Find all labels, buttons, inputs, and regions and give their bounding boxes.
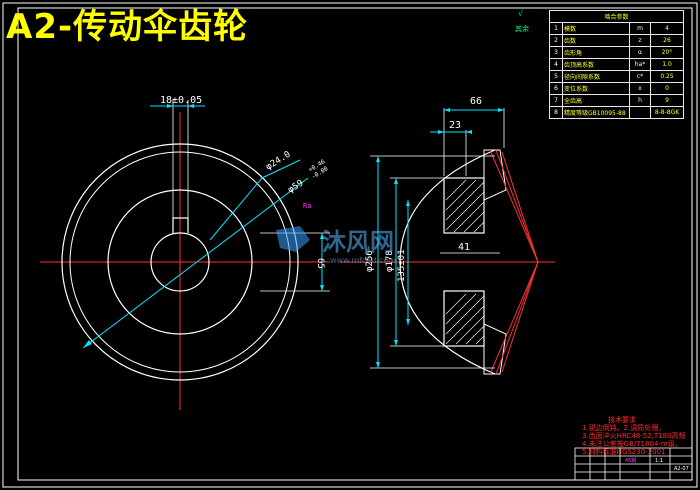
drawing-title: A2-传动伞齿轮 [6, 7, 249, 47]
titleblock-scale: 1:1 [655, 458, 663, 464]
note-line: 1.锐边倒钝。2.调质处理。 [582, 424, 666, 432]
notes-heading: 技术要求 [608, 416, 636, 424]
titleblock-material: 45钢 [625, 457, 636, 464]
hub-outer-dia-dim: φ178 [385, 250, 395, 272]
roughness-top-symbol: √ [518, 9, 524, 18]
keyway-width-dim: 18±0.05 [160, 95, 202, 106]
front-view [40, 100, 330, 410]
title-block [574, 447, 693, 481]
params-header: 啮合参数 [549, 10, 684, 23]
technical-notes: 技术要求 1.锐边倒钝。2.调质处理。 3.齿面淬火HRC48-52,T180高… [582, 416, 692, 456]
bore-dia-dim: φ24.0 [264, 150, 292, 173]
hub-dia-dim: φ59 [286, 178, 305, 195]
note-line: 5.材料标准HGS230-2001 [582, 448, 666, 456]
note-line: 4.未注公差按GB/T1804-m级。 [582, 440, 682, 448]
inner-frame [17, 7, 693, 481]
inner-dia-dim: 135±01 [397, 249, 407, 282]
section-dia-dim: 65 [315, 258, 325, 269]
hub-length-dim: 23 [449, 120, 461, 131]
outer-dia-dim: φ256 [365, 250, 375, 272]
face-length-dim: 41 [458, 242, 470, 253]
roughness-mark: Ra [303, 202, 311, 210]
note-line: 3.齿面淬火HRC48-52,T180高频 [582, 432, 686, 440]
watermark-text: 沐风网 [322, 228, 394, 256]
titleblock-drawing-no: A2-07 [674, 466, 689, 472]
watermark: 沐风网 www.mfcad.com [276, 226, 396, 265]
overall-width-dim: 66 [470, 96, 482, 107]
watermark-sub: www.mfcad.com [330, 256, 396, 265]
roughness-top-label: 其余 [515, 24, 529, 33]
section-view [340, 108, 555, 375]
